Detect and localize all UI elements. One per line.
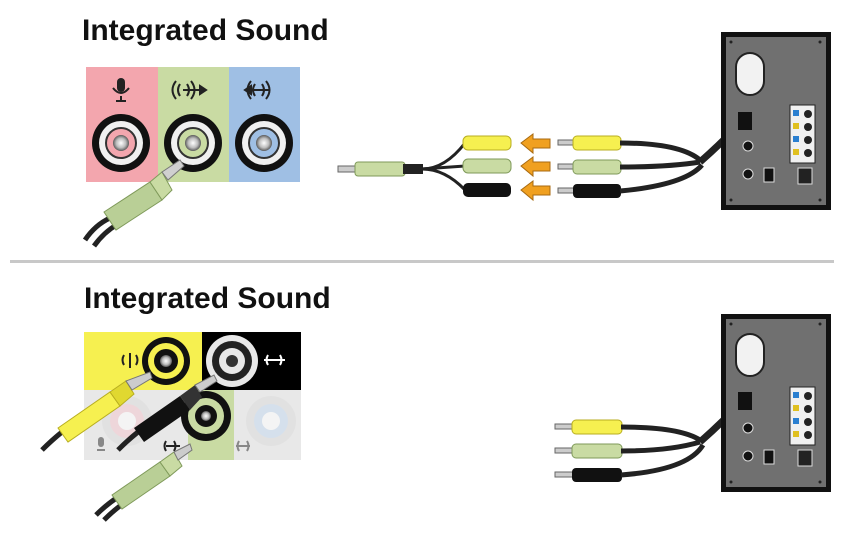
splitter-cable [337,135,512,197]
black-jack [206,335,258,387]
arrow-icons [520,133,551,202]
green-jack-bottom [181,391,231,441]
yellow-plug-bottom [40,371,153,452]
microphone-icon [97,437,105,451]
pink-jack [92,114,150,172]
arrow-left-icon [520,180,551,202]
section-divider [10,260,834,263]
port-panel-top [86,67,300,182]
arrow-left-icon [520,133,551,155]
line-in-icon [236,440,250,452]
audio-out-icon [171,80,208,100]
speaker-plugs-bottom [554,395,748,482]
green-plug-bottom [94,443,193,522]
blue-jack [235,114,293,172]
green-plug-top [82,159,185,248]
splitter-tip [337,165,357,173]
green-jack [164,114,222,172]
yellow-jack [142,337,190,385]
speaker-panel-bottom [721,314,831,492]
section-title-top: Integrated Sound [82,14,329,47]
section-title-bottom: Integrated Sound [84,282,331,315]
speaker-plugs-top [557,115,748,198]
black-plug-bottom [116,374,218,452]
speaker-icon [264,354,285,366]
splitter-black-socket [463,183,511,197]
splitter-yellow-socket [462,135,512,151]
splitter-plug-body [354,161,406,177]
audio-out-icon [163,440,180,452]
speaker-panel-top [721,32,831,210]
blue-jack-faded [246,396,296,446]
speaker-icon [121,353,139,368]
microphone-icon [112,78,130,102]
line-in-icon [243,80,271,100]
arrow-left-icon [520,156,551,178]
splitter-green-socket [462,158,512,174]
